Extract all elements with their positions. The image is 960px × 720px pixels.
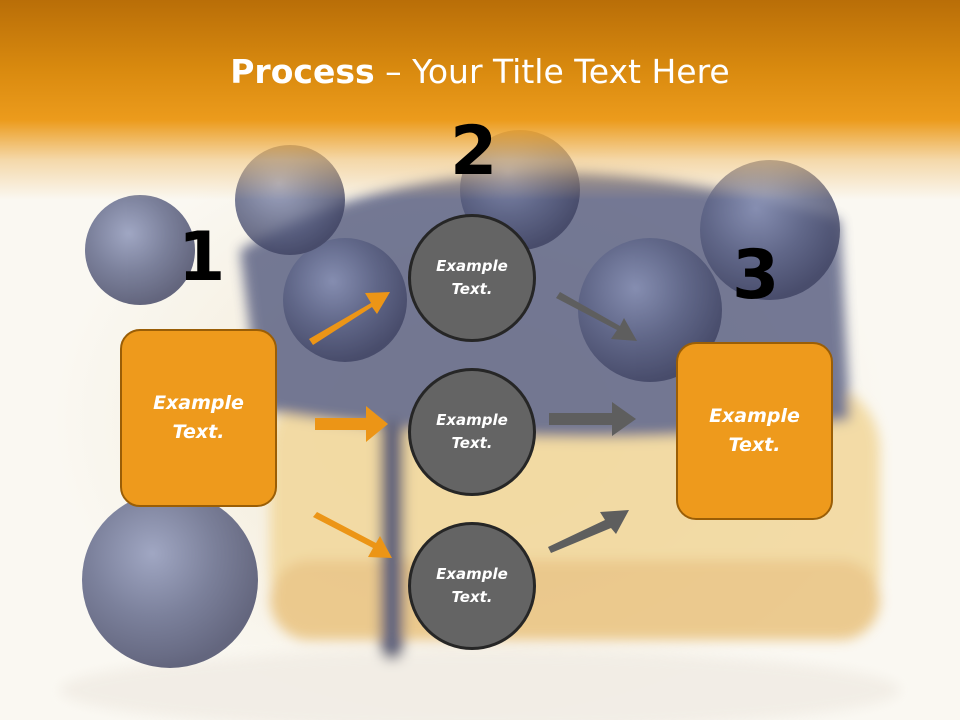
arrow-right-orange [315, 406, 388, 442]
arrow-right-up-orange [309, 292, 390, 345]
circle-bottom-line2: Text. [451, 588, 493, 606]
header-band [0, 0, 960, 200]
arrow-right-down-orange [313, 512, 392, 558]
circle-middle-line2: Text. [451, 434, 493, 452]
title-rest: – Your Title Text Here [374, 52, 730, 91]
step-number-3[interactable]: 3 [732, 236, 780, 315]
left-box-line2: Text. [172, 421, 225, 443]
step-number-1[interactable]: 1 [178, 218, 226, 297]
right-box-line1: Example [709, 405, 800, 427]
right-box-line2: Text. [728, 434, 781, 456]
circle-top-line2: Text. [451, 280, 493, 298]
circle-top-line1: Example [436, 257, 508, 275]
step-number-2[interactable]: 2 [450, 112, 498, 191]
left-box-line1: Example [153, 392, 244, 414]
arrow-right-up-gray [548, 510, 629, 553]
title-bold: Process [230, 52, 375, 91]
arrow-right-down-gray [556, 292, 637, 341]
circle-middle-line1: Example [436, 411, 508, 429]
circle-bottom-line1: Example [436, 565, 508, 583]
slide-title[interactable]: Process – Your Title Text Here [0, 52, 960, 91]
arrow-right-gray [549, 402, 636, 436]
